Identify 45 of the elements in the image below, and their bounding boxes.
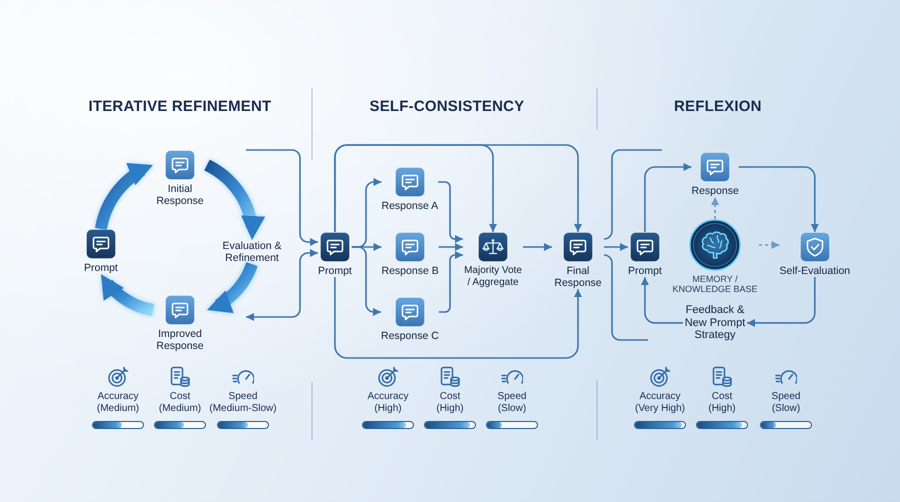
section-heading: ITERATIVE REFINEMENT — [88, 98, 272, 114]
node-label: Feedback & New Prompt Strategy — [684, 304, 746, 342]
node-label: Response B — [382, 265, 439, 278]
section-heading: REFLEXION — [674, 98, 762, 114]
section-heading: SELF-CONSISTENCY — [370, 98, 524, 114]
node-label: MEMORY / KNOWLEDGE BASE — [671, 274, 759, 295]
metric-label: Cost (High) — [435, 391, 465, 414]
node-label: Majority Vote / Aggregate — [463, 265, 523, 288]
arrow — [438, 243, 463, 251]
metric-label: Cost (High) — [707, 391, 737, 414]
node-label: Self-Evaluation — [780, 265, 850, 278]
metric-label: Accuracy (Medium) — [96, 391, 140, 414]
arrow — [246, 249, 318, 321]
arrow — [604, 243, 628, 251]
metric-label: Speed (Medium-Slow) — [208, 391, 278, 414]
arrow — [747, 277, 816, 327]
arrow — [640, 277, 683, 324]
arrow — [352, 246, 381, 316]
node-label: Prompt — [318, 265, 352, 278]
curved-arrow — [204, 262, 258, 316]
node-label: Response A — [382, 200, 438, 212]
curved-arrow — [204, 160, 266, 240]
node-label: Initial Response — [155, 183, 205, 208]
node-label: Final Response — [553, 265, 603, 290]
node-label: Improved Response — [155, 328, 205, 352]
metric-label: Speed (Slow) — [770, 391, 802, 414]
connector-line — [604, 254, 648, 341]
node-label: Response C — [381, 330, 439, 342]
dashed-arrow — [711, 197, 720, 219]
connector-line — [604, 149, 662, 240]
arrow — [246, 149, 318, 246]
arrow — [738, 166, 819, 232]
dashed-arrow — [759, 241, 780, 249]
metric-label: Accuracy (Very High) — [634, 391, 686, 414]
arrow — [644, 163, 692, 232]
node-label: Response — [692, 185, 739, 198]
node-label: Prompt — [628, 265, 662, 278]
arrow — [334, 277, 582, 359]
arrow — [334, 144, 582, 232]
metric-label: Accuracy (High) — [366, 391, 410, 414]
metric-label: Cost (Medium) — [158, 391, 202, 414]
node-label: Prompt — [84, 262, 118, 274]
arrow — [523, 243, 552, 251]
metric-label: Speed (Slow) — [496, 391, 528, 414]
node-label: Evaluation & Refinement — [222, 240, 282, 264]
